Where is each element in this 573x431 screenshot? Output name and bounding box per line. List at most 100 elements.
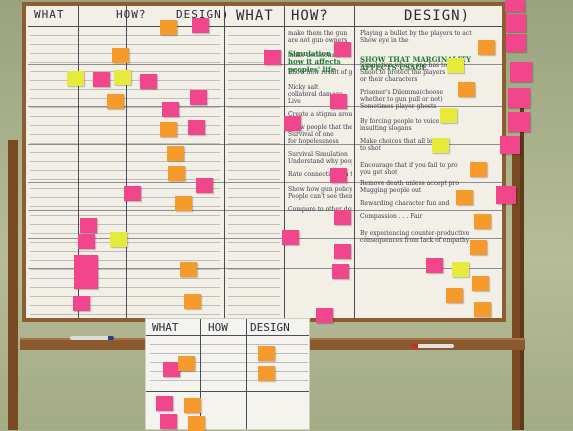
design-line: Remove death unless accept pro [360, 180, 459, 187]
sticky-note [264, 50, 281, 65]
design-column-text: Playing a bullet by the players to act S… [360, 30, 472, 244]
poster-heading-how: HOW [208, 321, 228, 334]
sticky-note [432, 138, 449, 153]
poster-heading-what: WHAT [152, 321, 179, 334]
sticky-note [446, 288, 463, 303]
sticky-note [74, 255, 98, 289]
green-note: how it affects [288, 57, 341, 66]
sticky-note [93, 72, 110, 87]
heading-how: HOW? [291, 8, 329, 24]
sticky-note [192, 18, 209, 33]
design-line: you get shot [360, 169, 398, 176]
column-divider [78, 6, 79, 318]
column-divider [126, 6, 127, 318]
design-line: or their characters [360, 76, 418, 83]
sticky-note [330, 168, 347, 183]
design-line: Encourage that if you fail to pro [360, 162, 458, 169]
row-divider [28, 144, 502, 145]
sticky-note [188, 120, 205, 135]
column-divider [28, 26, 502, 27]
sticky-note [184, 294, 201, 309]
sticky-note [316, 308, 333, 323]
how-line: Show how gun policy affects [288, 186, 352, 193]
design-line: Prisoner's Dilemma(choose [360, 89, 444, 96]
sticky-note [196, 178, 213, 193]
sticky-note [334, 244, 351, 259]
design-line: Mugging people out [360, 187, 422, 194]
sticky-note [258, 346, 275, 361]
sticky-note [167, 146, 184, 161]
row-divider [28, 106, 502, 107]
row-divider [28, 268, 502, 269]
easel-leg-right [512, 140, 522, 430]
column-divider [354, 6, 355, 318]
sticky-note [508, 88, 530, 108]
design-line: insulting slogans [360, 125, 412, 132]
sticky-note [73, 296, 90, 311]
sticky-note [470, 240, 487, 255]
sticky-note [168, 166, 185, 181]
sticky-note [258, 366, 275, 381]
sticky-note [500, 136, 520, 154]
how-line: Survival of one [288, 131, 334, 138]
sticky-note [107, 94, 124, 109]
sticky-note [472, 276, 489, 291]
how-line: are not gun owners [288, 37, 348, 44]
heading-design-left: DESIGN) [176, 8, 230, 21]
how-line: Show how result of gun possession [288, 69, 352, 76]
sticky-note [140, 74, 157, 89]
design-line: Rewarding character fun and [360, 200, 450, 207]
sticky-note [332, 264, 349, 279]
sticky-note [334, 42, 351, 57]
sticky-note [474, 302, 491, 317]
sticky-note [80, 218, 97, 233]
poster-divider [146, 335, 309, 336]
how-line: make decisions [288, 52, 335, 59]
what-column-scribbles [228, 30, 280, 318]
how-column-text: make them the gun are not gun owners mak… [288, 30, 352, 213]
heading-what-left: WHAT [34, 8, 65, 21]
sticky-note [160, 20, 177, 35]
sticky-note [334, 210, 351, 225]
row-divider [28, 182, 502, 183]
column-divider [284, 6, 285, 318]
sticky-note [162, 102, 179, 117]
design-line: By forcing people to voice [360, 118, 440, 125]
sticky-note [496, 186, 516, 204]
heading-what: WHAT [236, 8, 274, 24]
sticky-note [474, 214, 491, 229]
green-note: peoples' life [288, 65, 336, 74]
sticky-note [114, 70, 131, 85]
green-note: SHOW THAT MARGINALITY [360, 55, 472, 64]
sticky-note [180, 262, 197, 277]
sticky-note [112, 48, 129, 63]
sticky-note [452, 262, 469, 277]
sticky-note [282, 230, 299, 245]
sticky-note [505, 0, 525, 12]
how-line: People can't see themselves [288, 193, 352, 200]
poster-divider [146, 391, 309, 392]
sticky-note [426, 258, 443, 273]
easel-rail-right [520, 100, 524, 430]
design-line: Compassion . . . Fair [360, 213, 423, 220]
sticky-note [508, 112, 530, 132]
sticky-note [163, 362, 180, 377]
sticky-note [478, 40, 495, 55]
design-line: whether to gun pull or not) [360, 96, 443, 103]
design-line: Show eye in the [360, 37, 409, 44]
sticky-note [330, 94, 347, 109]
design-line: consequences from lack of empathy [360, 237, 470, 244]
sticky-note [284, 116, 301, 131]
sticky-note [78, 234, 95, 249]
design-line: Shoot to protect the players [360, 69, 446, 76]
heading-how-left: HOW? [116, 8, 147, 21]
marker-blue [70, 336, 114, 340]
sticky-note [156, 396, 173, 411]
sticky-note [456, 190, 473, 205]
how-line: collateral damage [288, 91, 343, 98]
how-line: Nicky salt [288, 84, 319, 91]
how-line: make them the gun [288, 30, 348, 37]
sticky-note [124, 186, 141, 201]
design-line: to shot [360, 145, 381, 152]
poster-divider [246, 319, 247, 429]
